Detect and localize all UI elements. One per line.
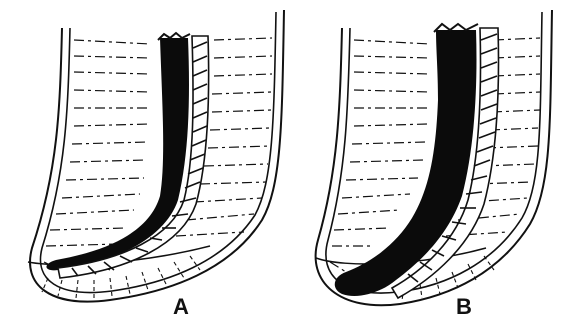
panel-a bbox=[28, 10, 284, 302]
panel-label-b: B bbox=[456, 296, 472, 318]
panel-label-a: A bbox=[173, 296, 189, 318]
panel-a-inner-wall bbox=[40, 12, 276, 293]
panel-b-canal-fill bbox=[335, 30, 477, 296]
panel-b bbox=[316, 10, 552, 305]
